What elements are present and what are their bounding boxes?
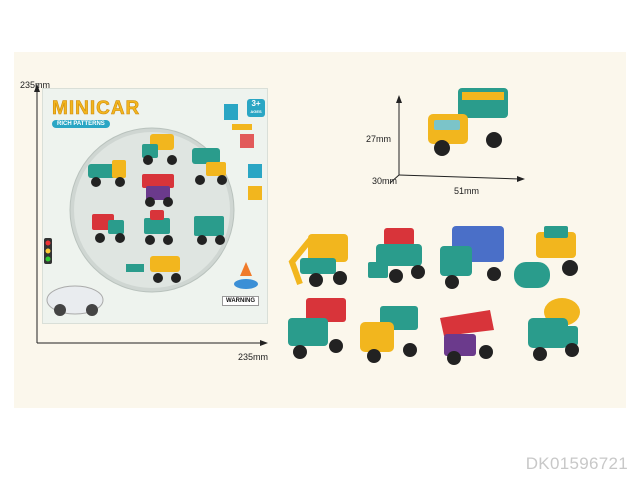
boxed-mixer [142, 134, 177, 165]
loose-bulldozer [368, 228, 425, 283]
boxed-bulldozer [144, 210, 173, 245]
brand-logo: MINICAR [52, 98, 141, 120]
boxed-tanker [88, 160, 126, 187]
truck-depth-label: 30mm [372, 176, 398, 186]
boxed-excavator [126, 256, 181, 283]
loose-dump-truck [288, 298, 346, 359]
loose-mixer [528, 298, 580, 361]
loose-container [440, 226, 504, 289]
boxed-tipper [142, 174, 174, 207]
loose-excavator [288, 234, 348, 287]
tagline-label: RICH PATTERNS [52, 120, 110, 128]
product-code: DK01596721 [525, 454, 628, 473]
boxed-container [194, 216, 225, 245]
loose-tanker [360, 306, 418, 363]
loose-tipper [440, 310, 494, 365]
age-value: 3+ [251, 99, 261, 108]
age-badge: 3+ AGES [247, 99, 265, 117]
box-height-label: 235mm [20, 80, 51, 90]
boxed-dozer [192, 148, 227, 185]
box-width-label: 235mm [238, 352, 269, 362]
truck-height-label: 27mm [366, 134, 392, 144]
age-unit: AGES [250, 109, 262, 114]
warning-label: WARNING [222, 296, 259, 306]
hero-tanker [428, 88, 508, 156]
boxed-dumper [92, 214, 125, 243]
loose-roller [514, 226, 578, 288]
truck-length-label: 51mm [454, 186, 480, 196]
